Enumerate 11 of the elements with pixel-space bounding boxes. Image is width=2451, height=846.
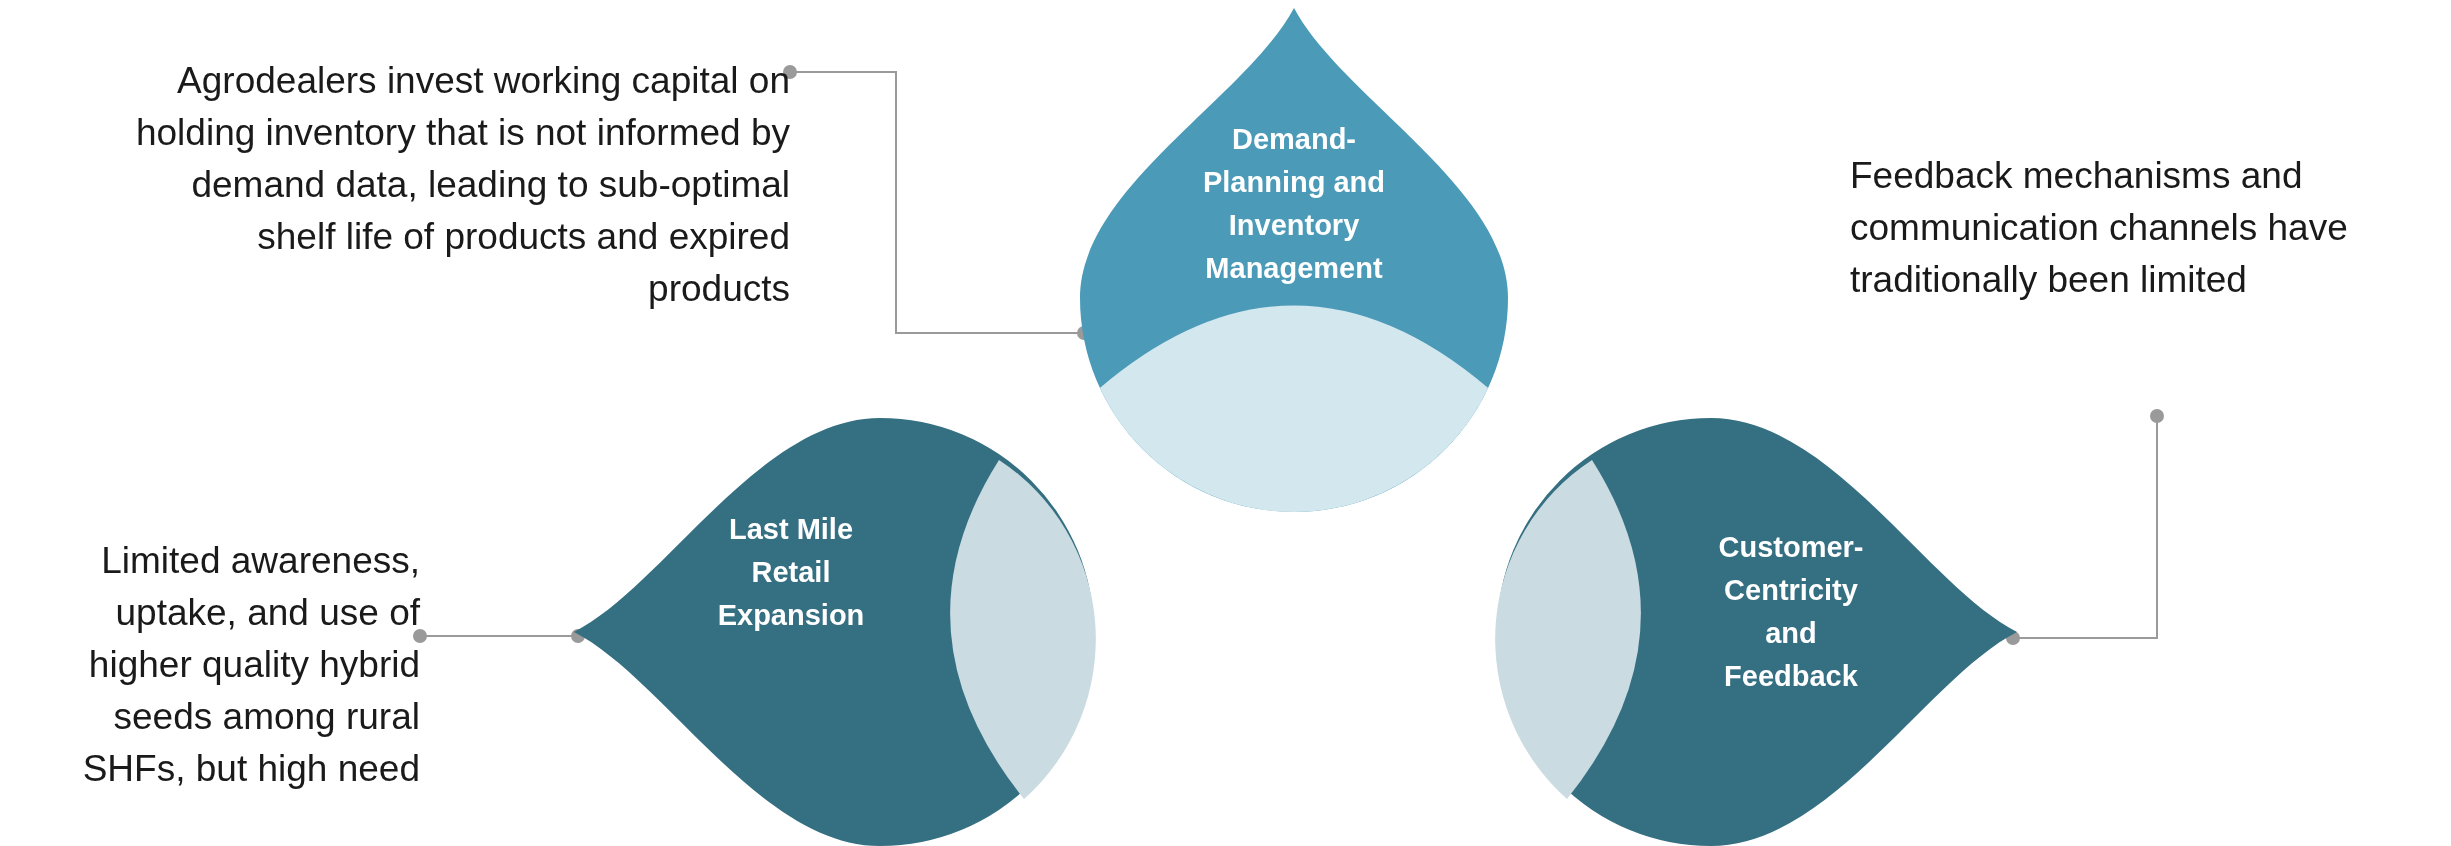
drop-label: Customer-Centricity and Feedback (1717, 530, 1865, 694)
drop-shape (574, 418, 1094, 846)
callout-text: Limited awareness, uptake, and use of higher quality hybrid seeds among rural SHFs, but high need (30, 535, 420, 795)
callout-text: Feedback mechanisms and communication channels have traditionally been limited (1850, 150, 2390, 306)
leader-line (413, 629, 585, 643)
callout-text: Agrodealers invest working capital on holding inventory that is not informed by demand data, leading to sub-optimal shelf life of products and expired products (130, 55, 790, 315)
drop-shape (1497, 418, 2017, 846)
drop-shape (1080, 8, 1508, 512)
drop-label: Last Mile Retail Expansion (716, 512, 866, 633)
drop-label: Demand-Planning and Inventory Management (1201, 122, 1387, 286)
leader-line (2006, 409, 2164, 645)
